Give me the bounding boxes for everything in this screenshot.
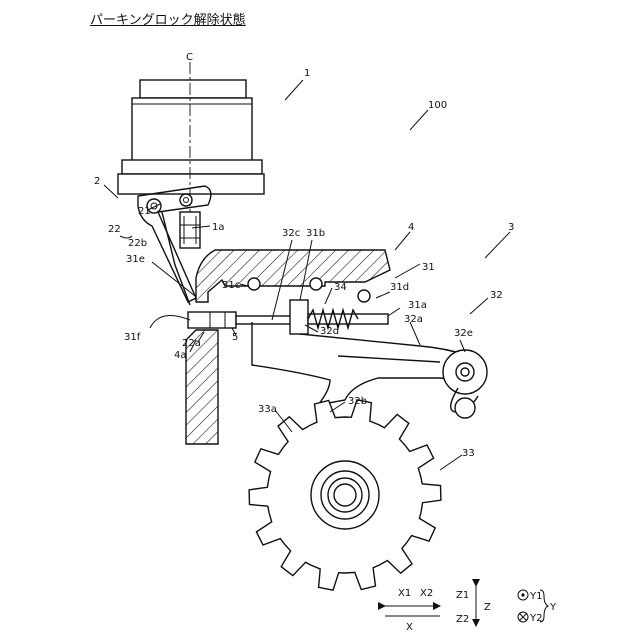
label-c: C [186,52,193,63]
axis-z1: Z1 [456,590,469,601]
label-31b: 31b [306,228,325,239]
axis-x: X [406,622,413,633]
label-31a: 31a [408,300,427,311]
label-21: 21 [138,206,151,217]
label-32d: 32d [320,326,339,337]
label-33: 33 [462,448,475,459]
label-34: 34 [334,282,347,293]
output-shaft [180,212,200,248]
label-31d: 31d [390,282,409,293]
axis-y1: Y1 [529,591,542,602]
label-3: 3 [508,222,514,233]
axis-z: Z [484,602,491,613]
axis-x1: X1 [398,588,411,599]
label-22: 22 [108,224,121,235]
label-31: 31 [422,262,435,273]
label-32a: 32a [404,314,423,325]
label-5: 5 [232,332,238,343]
label-33a: 33a [258,404,277,415]
parking-gear [249,400,441,590]
label-32e: 32e [454,328,473,339]
label-31f: 31f [124,332,141,343]
gear-bore [334,484,356,506]
axis-y2: Y2 [529,613,542,624]
axis-y: Y [549,602,557,613]
axis-z2: Z2 [456,614,469,625]
lock-plunger [188,300,388,334]
label-4a: 4a [174,350,187,361]
label-32c: 32c [282,228,300,239]
label-100: 100 [428,100,447,111]
axis-legend-labels: X1 X2 X Z1 Z2 Z Y1 Y2 Y [398,588,557,633]
label-32b: 32b [348,396,367,407]
label-31e: 31e [126,254,145,265]
label-2: 2 [94,176,100,187]
label-31c: 31c [222,280,240,291]
label-4: 4 [408,222,414,233]
label-22a: 22a [182,338,201,349]
label-1: 1 [304,68,310,79]
label-32: 32 [490,290,503,301]
axis-x2: X2 [420,588,433,599]
label-22b: 22b [128,238,147,249]
figure-title: パーキングロック解除状態 [90,9,246,28]
label-1a: 1a [212,222,225,233]
motor-body [118,80,264,194]
